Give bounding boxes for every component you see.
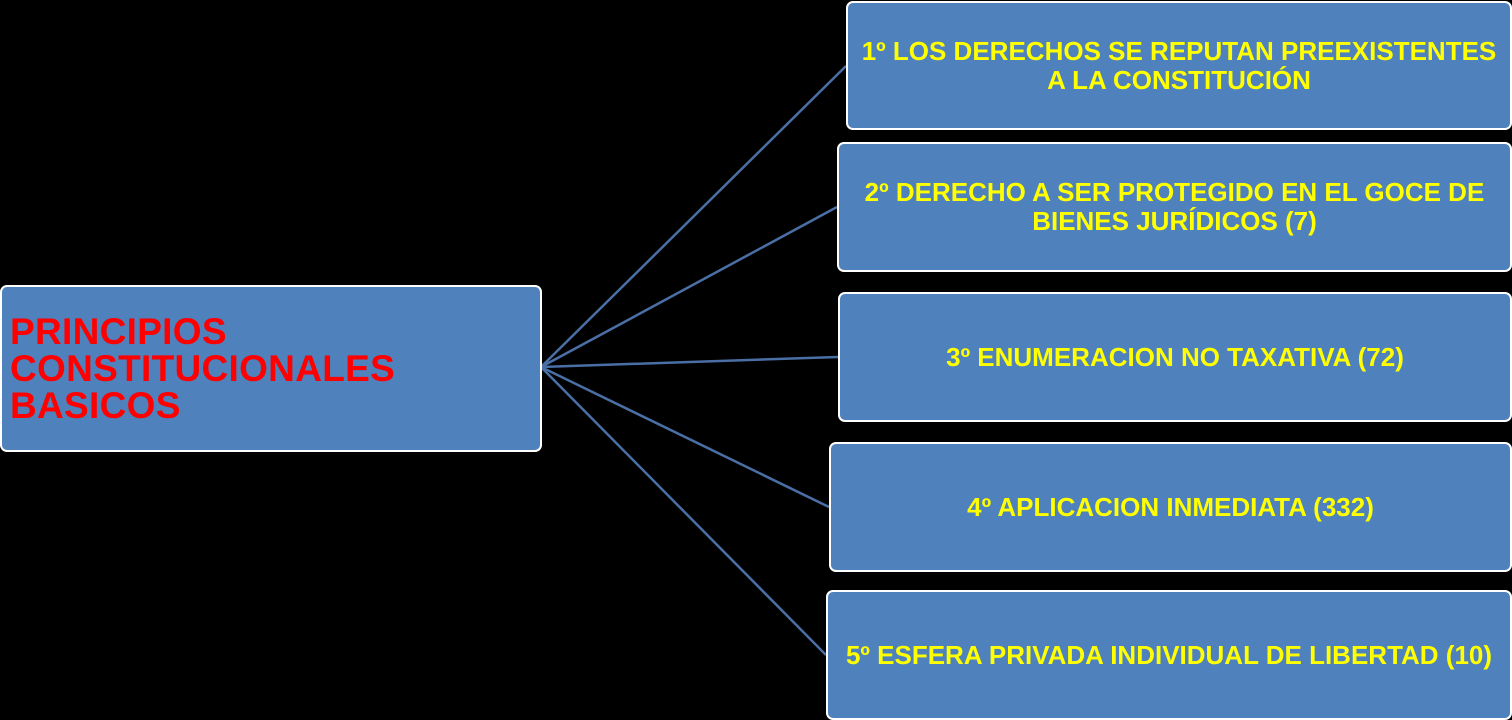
branch-node-5: 5º ESFERA PRIVADA INDIVIDUAL DE LIBERTAD… (826, 590, 1512, 720)
branch-node-3-label: 3º ENUMERACION NO TAXATIVA (72) (946, 341, 1404, 372)
root-node-label: PRINCIPIOS CONSTITUCIONALES BASICOS (10, 311, 396, 426)
branch-node-2: 2º DERECHO A SER PROTEGIDO EN EL GOCE DE… (837, 142, 1512, 272)
branch-node-3: 3º ENUMERACION NO TAXATIVA (72) (838, 292, 1512, 422)
connector-1 (540, 65, 847, 368)
connector-3 (540, 355, 839, 369)
branch-node-4-label: 4º APLICACION INMEDIATA (332) (967, 491, 1374, 522)
connector-4 (540, 365, 830, 509)
branch-node-4: 4º APLICACION INMEDIATA (332) (829, 442, 1512, 572)
branch-node-2-label: 2º DERECHO A SER PROTEGIDO EN EL GOCE DE… (864, 177, 1485, 236)
branch-node-5-label: 5º ESFERA PRIVADA INDIVIDUAL DE LIBERTAD… (845, 639, 1493, 670)
branch-node-1-label: 1º LOS DERECHOS SE REPUTAN PREEXISTENTES… (861, 35, 1497, 95)
branch-node-1: 1º LOS DERECHOS SE REPUTAN PREEXISTENTES… (846, 1, 1512, 130)
connector-5 (540, 366, 827, 656)
connector-2 (540, 205, 838, 369)
root-node: PRINCIPIOS CONSTITUCIONALES BASICOS (0, 285, 542, 452)
